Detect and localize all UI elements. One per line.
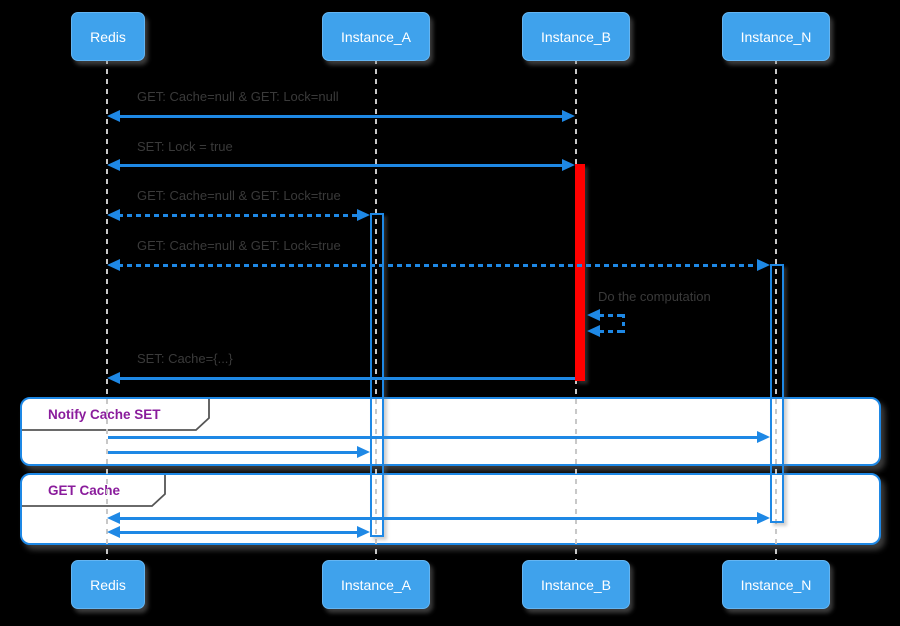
arrowhead-right xyxy=(357,209,370,221)
message-label: GET: Cache=null & GET: Lock=null xyxy=(137,89,339,104)
participant-label: Instance_B xyxy=(540,576,612,593)
frame-title: Notify Cache SET xyxy=(48,407,161,422)
arrowhead-right xyxy=(357,526,370,538)
participant-bottom-instance-n: Instance_N xyxy=(722,560,830,609)
arrowhead-left xyxy=(107,526,120,538)
frame-notify-cache-set: Notify Cache SET xyxy=(20,397,881,466)
activation-instance-b xyxy=(575,164,585,381)
participant-label: Instance_B xyxy=(540,28,612,45)
arrowhead-right xyxy=(562,159,575,171)
participant-bottom-redis: Redis xyxy=(71,560,145,609)
self-message-top xyxy=(599,314,625,317)
arrowhead-right xyxy=(757,431,770,443)
self-message-side xyxy=(622,314,625,333)
participant-label: Instance_A xyxy=(340,576,412,593)
message-arrow-1 xyxy=(118,115,564,118)
message-label: Do the computation xyxy=(598,289,711,304)
arrowhead-left xyxy=(107,159,120,171)
self-message-bottom xyxy=(599,330,625,333)
arrowhead-left xyxy=(587,309,600,321)
frame-get-cache: GET Cache xyxy=(20,473,881,545)
participant-label: Redis xyxy=(90,28,126,45)
message-label: GET: Cache=null & GET: Lock=true xyxy=(137,238,341,253)
lifeline-redis xyxy=(106,59,108,560)
arrowhead-left xyxy=(107,512,120,524)
lifeline-instance-n xyxy=(775,59,777,560)
participant-label: Instance_N xyxy=(740,576,812,593)
frame-tab-notch xyxy=(22,475,166,507)
frame-tab-notch xyxy=(22,399,210,431)
arrowhead-left xyxy=(587,325,600,337)
message-label: SET: Lock = true xyxy=(137,139,233,154)
message-arrow-2 xyxy=(118,164,564,167)
participant-label: Instance_N xyxy=(740,28,812,45)
arrowhead-right xyxy=(357,446,370,458)
arrowhead-right xyxy=(562,110,575,122)
participant-bottom-instance-b: Instance_B xyxy=(522,560,630,609)
arrowhead-right xyxy=(757,259,770,271)
participant-top-redis: Redis xyxy=(71,12,145,61)
activation-instance-a xyxy=(370,213,384,537)
participant-label: Instance_A xyxy=(340,28,412,45)
notify-arrow-instance-n xyxy=(108,436,758,439)
arrowhead-left xyxy=(107,209,120,221)
getcache-arrow-instance-a xyxy=(118,531,358,534)
arrowhead-left xyxy=(107,259,120,271)
arrowhead-left xyxy=(107,110,120,122)
lifeline-instance-a xyxy=(375,59,377,560)
participant-top-instance-a: Instance_A xyxy=(322,12,430,61)
participant-top-instance-n: Instance_N xyxy=(722,12,830,61)
arrowhead-right xyxy=(757,512,770,524)
message-arrow-4 xyxy=(118,264,758,267)
message-arrow-3 xyxy=(118,214,358,217)
participant-label: Redis xyxy=(90,576,126,593)
participant-top-instance-b: Instance_B xyxy=(522,12,630,61)
message-label: GET: Cache=null & GET: Lock=true xyxy=(137,188,341,203)
participant-bottom-instance-a: Instance_A xyxy=(322,560,430,609)
frame-title: GET Cache xyxy=(48,483,121,498)
notify-arrow-instance-a xyxy=(108,451,358,454)
activation-instance-n xyxy=(770,264,784,523)
message-arrow-6 xyxy=(118,377,575,380)
arrowhead-left xyxy=(107,372,120,384)
getcache-arrow-instance-n xyxy=(118,517,758,520)
message-label: SET: Cache={...} xyxy=(137,351,233,366)
